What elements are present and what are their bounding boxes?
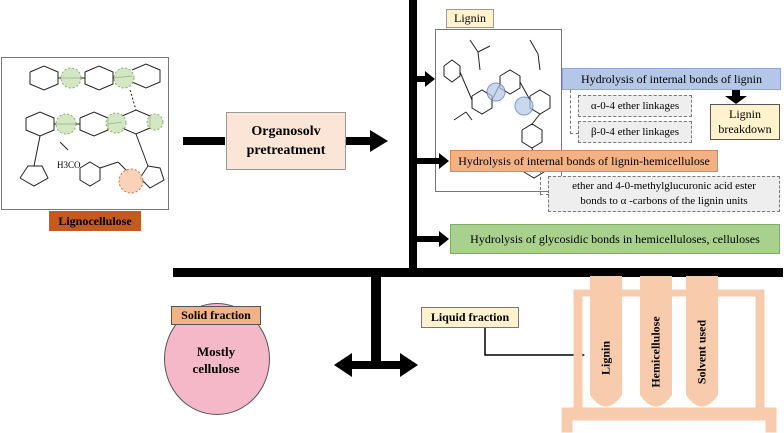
liquid-fraction-label: Liquid fraction — [421, 307, 519, 328]
breakdown-line2: breakdown — [718, 122, 772, 136]
reaction-lignin-hydrolysis: Hydrolysis of internal bonds of lignin — [562, 68, 781, 90]
lignocellulose-label: Lignocellulose — [49, 211, 141, 231]
dashed-connector-subitems — [570, 90, 579, 134]
tube-label-lignin: Lignin — [598, 340, 613, 376]
dashed-connector-detail — [540, 172, 549, 195]
reaction-glycosidic-hydrolysis: Hydrolysis of glycosidic bonds in hemice… — [450, 224, 780, 254]
beta-ether-linkage: β-0-4 ether linkages — [578, 121, 692, 143]
solid-fraction-content: Mostly cellulose — [176, 342, 256, 378]
solid-content-line2: cellulose — [192, 361, 240, 376]
breakdown-line1: Lignin — [729, 107, 761, 121]
arrow-to-reaction2 — [417, 158, 441, 164]
solid-fraction-label: Solid fraction — [171, 306, 261, 325]
tube-label-hemicellulose: Hemicellulose — [648, 316, 663, 388]
alpha-ether-linkage: α-0-4 ether linkages — [578, 95, 692, 117]
arrow-to-reaction3 — [417, 236, 441, 242]
tube-label-solvent: Solvent used — [694, 319, 709, 385]
pretreatment-line2: pretreatment — [246, 143, 326, 158]
lignocellulose-panel — [1, 57, 169, 210]
arrow-to-breakdown — [732, 90, 740, 98]
ester-bonds-detail: ether and 4-0-methylglucuronic acid este… — [548, 176, 780, 212]
double-arrow-shaft — [348, 361, 404, 369]
lignin-title: Lignin — [446, 9, 494, 28]
lignin-breakdown-box: Lignin breakdown — [710, 104, 780, 140]
ester-detail-line2: bonds to α -carbons of the lignin units — [580, 195, 748, 207]
arrow-to-pretreatment — [183, 137, 225, 145]
solid-content-line1: Mostly — [196, 344, 236, 359]
lower-stem — [371, 277, 381, 365]
arrow-to-lignin-panel — [417, 76, 427, 82]
methoxy-label: H3CO — [57, 160, 81, 170]
reaction-lignin-hemicellulose-hydrolysis: Hydrolysis of internal bonds of lignin-h… — [450, 150, 718, 172]
arrow-to-spine — [346, 137, 372, 145]
horizontal-spine — [173, 268, 783, 277]
vertical-spine — [409, 0, 417, 272]
pretreatment-line1: Organosolv — [251, 124, 321, 139]
ester-detail-line1: ether and 4-0-methylglucuronic acid este… — [572, 180, 756, 192]
pretreatment-box: Organosolv pretreatment — [226, 112, 346, 170]
